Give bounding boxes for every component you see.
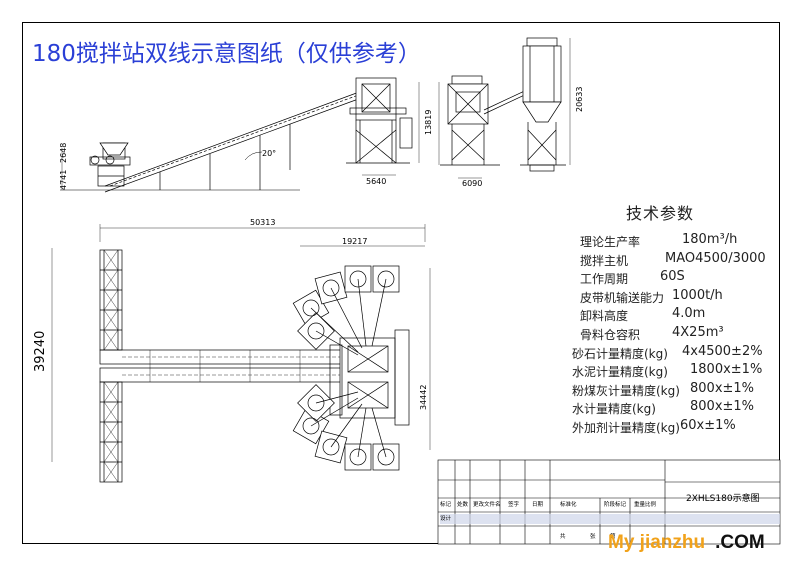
tb-label-7: 标准化	[560, 500, 577, 508]
watermark-part1: My jianzhu	[608, 532, 706, 553]
title-block-labels: 标记 处数 更改文件名 签字 日期 设计 标准化 阶段标记 重量 比例 共 张 …	[440, 500, 657, 540]
spec-value: 800x±1%	[690, 399, 755, 415]
dim-6090: 6090	[462, 179, 482, 188]
silo-elevation-view	[520, 37, 571, 172]
plan-view	[51, 224, 431, 483]
spec-label: 搅拌主机	[580, 253, 629, 268]
title-block	[437, 459, 781, 545]
dim-34442: 34442	[419, 385, 428, 410]
spec-label: 皮带机输送能力	[580, 290, 665, 305]
dim-19217: 19217	[342, 237, 367, 246]
spec-value: MAO4500/3000	[665, 250, 766, 266]
tb-label-6: 设计	[440, 514, 452, 522]
spec-label: 水计量精度(kg)	[572, 402, 656, 417]
spec-label: 工作周期	[580, 272, 629, 287]
tb-label-13: 第	[610, 532, 616, 540]
tb-label-3: 更改文件名	[473, 500, 501, 508]
spec-value: 60x±1%	[680, 418, 736, 433]
tb-label-2: 处数	[457, 500, 469, 508]
drawing-name: 2XHLS180示意图	[686, 494, 760, 504]
drawing-frame	[22, 22, 780, 544]
end-elevation-view	[438, 75, 549, 179]
drawing-title: 180搅拌站双线示意图纸（仅供参考）	[32, 41, 421, 67]
spec-heading: 技术参数	[626, 204, 695, 223]
side-elevation-view	[60, 77, 420, 193]
tb-label-11: 共	[560, 532, 566, 540]
spec-value: 4X25m³	[672, 325, 724, 340]
dim-39240: 39240	[33, 331, 48, 372]
spec-label: 粉煤灰计量精度(kg)	[572, 383, 680, 398]
spec-label: 理论生产率	[580, 235, 641, 249]
spec-label: 骨料仓容积	[580, 328, 641, 342]
spec-value: 800x±1%	[690, 380, 755, 396]
spec-value: 4x4500±2%	[682, 343, 763, 359]
spec-value: 1800x±1%	[690, 362, 763, 378]
spec-value: 4.0m	[672, 306, 706, 322]
spec-label: 卸料高度	[580, 309, 629, 324]
spec-value: 180m³/h	[682, 232, 738, 247]
dim-2648: 2648	[59, 143, 68, 163]
watermark-part2: .COM	[715, 532, 765, 553]
dim-4741: 4741	[59, 170, 68, 190]
tb-label-8: 阶段标记	[604, 500, 627, 508]
tb-label-5: 日期	[532, 501, 544, 508]
tb-label-1: 标记	[440, 500, 452, 508]
watermark: My jianzhu .COM	[608, 532, 765, 554]
tb-label-10: 比例	[645, 500, 657, 508]
dim-20633: 20633	[575, 87, 584, 112]
spec-value: 60S	[660, 269, 685, 285]
dim-20deg: 20°	[262, 149, 276, 158]
dimension-labels: 4741 2648 20° 5640 13819 6090 20633 5031…	[33, 87, 584, 410]
tb-label-12: 张	[590, 532, 596, 540]
dim-13819: 13819	[424, 110, 433, 135]
tb-label-9: 重量	[634, 500, 646, 508]
tb-label-4: 签字	[508, 500, 520, 508]
spec-label: 水泥计量精度(kg)	[572, 365, 668, 380]
dim-5640: 5640	[366, 177, 386, 186]
dim-50313: 50313	[250, 218, 275, 227]
spec-label: 外加剂计量精度(kg)	[572, 421, 680, 435]
spec-value: 1000t/h	[672, 287, 723, 303]
spec-label: 砂石计量精度(kg)	[572, 346, 668, 361]
